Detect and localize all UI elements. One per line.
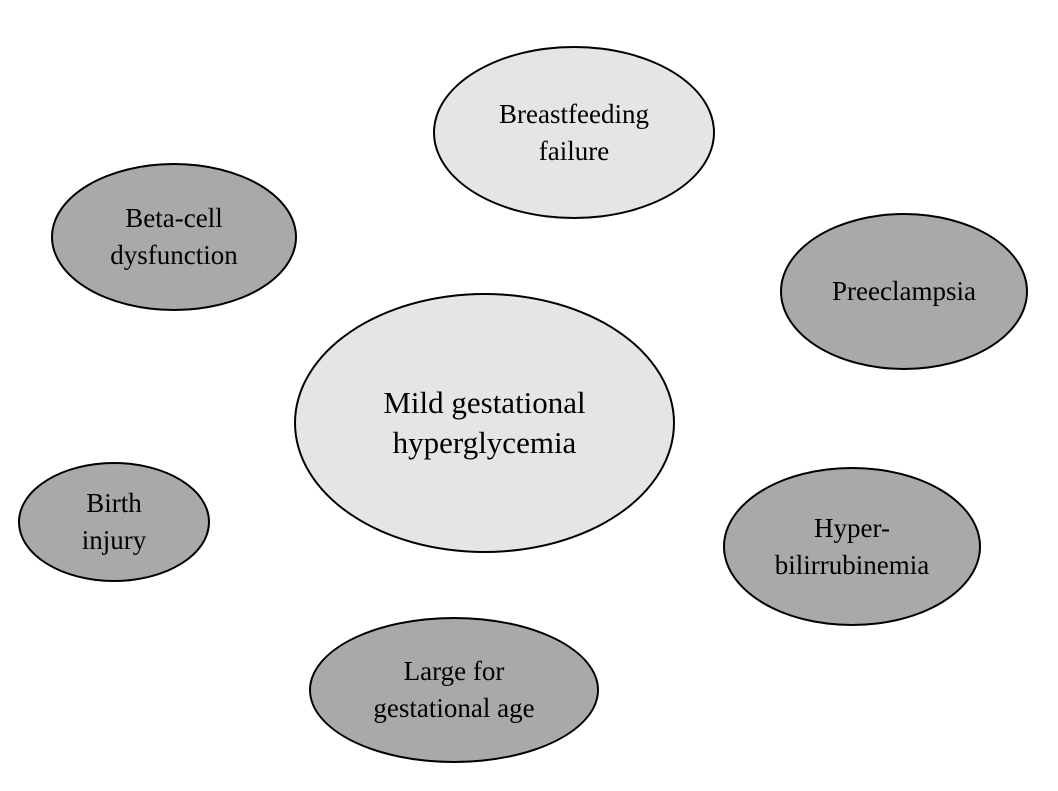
node-label-line: Beta-cell (125, 203, 223, 233)
node-label-line: hyperglycemia (392, 425, 577, 460)
node-label: Birth injury (82, 485, 147, 559)
node-label: Mild gestational hyperglycemia (383, 383, 585, 463)
node-label: Preeclampsia (832, 273, 976, 310)
node-label-line: Birth (86, 488, 142, 518)
node-label: Breastfeeding failure (499, 96, 649, 170)
node-label-line: Large for (403, 656, 505, 686)
node-label-line: Breastfeeding (499, 98, 649, 129)
node-large-for-gestational-age: Large for gestational age (309, 617, 599, 763)
node-mild-gestational-hyperglycemia: Mild gestational hyperglycemia (294, 293, 675, 553)
node-birth-injury: Birth injury (18, 462, 210, 582)
node-label: Beta-cell dysfunction (110, 200, 238, 274)
node-preeclampsia: Preeclampsia (780, 213, 1028, 370)
node-beta-cell-dysfunction: Beta-cell dysfunction (51, 163, 297, 311)
node-label: Hyper- bilirrubinemia (775, 510, 929, 584)
node-label-line: Preeclampsia (832, 276, 976, 306)
node-label: Large for gestational age (373, 653, 534, 727)
node-label-line: failure (538, 135, 610, 166)
node-breastfeeding-failure: Breastfeeding failure (433, 46, 715, 219)
node-label-line: Hyper- (814, 512, 890, 543)
node-hyperbilirubinemia: Hyper- bilirrubinemia (723, 467, 981, 626)
node-label-line: dysfunction (110, 240, 238, 270)
node-label-line: bilirrubinemia (774, 549, 930, 580)
node-label-line: Mild gestational (383, 385, 586, 420)
node-label-line: injury (81, 525, 147, 555)
node-label-line: gestational age (373, 693, 535, 723)
